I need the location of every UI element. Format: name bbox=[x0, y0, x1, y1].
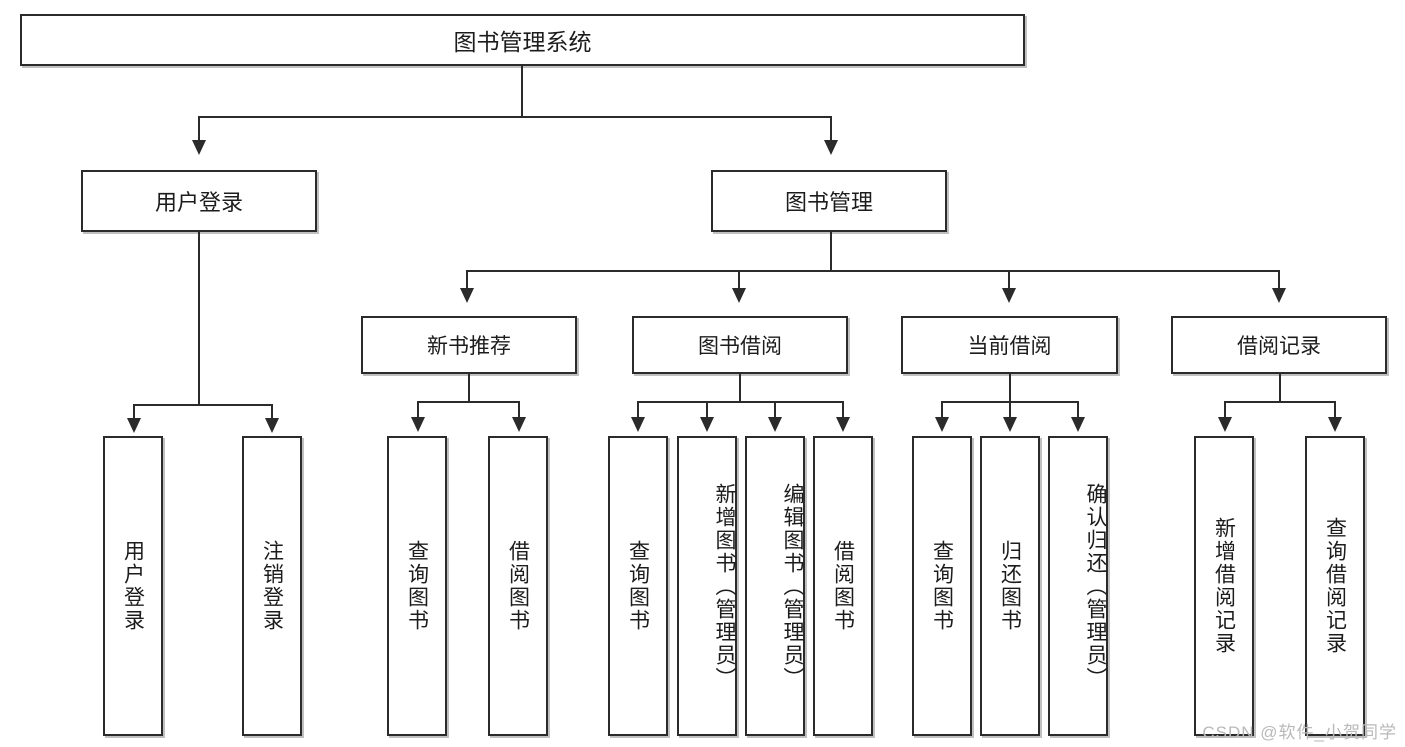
arrow-to-borrow-record bbox=[1272, 288, 1286, 303]
node-leaf-query-book-1-label: 查询图书 bbox=[405, 540, 429, 632]
connector-level1-bus bbox=[198, 116, 832, 118]
connector-to-borrow-record bbox=[1278, 270, 1280, 290]
node-leaf-query-book-2-label: 查询图书 bbox=[626, 540, 650, 632]
connector-to-book-borrow bbox=[738, 270, 740, 290]
connector-current-borrow-stem bbox=[1009, 374, 1011, 403]
node-root[interactable]: 图书管理系统 bbox=[20, 14, 1025, 66]
connector-borrow-record-c1 bbox=[1224, 401, 1226, 419]
arrow-leaf-logout bbox=[265, 418, 279, 433]
node-book-manage-label: 图书管理 bbox=[784, 190, 873, 215]
connector-borrow-record-stem bbox=[1279, 374, 1281, 403]
node-book-manage[interactable]: 图书管理 bbox=[711, 170, 947, 232]
connector-new-book-c1 bbox=[417, 401, 419, 419]
node-leaf-query-book-1[interactable]: 查询图书 bbox=[387, 436, 447, 736]
arrow-leaf-query-book-1 bbox=[411, 417, 425, 432]
connector-book-borrow-c1 bbox=[637, 401, 639, 419]
node-leaf-add-record[interactable]: 新增借阅记录 bbox=[1194, 436, 1254, 736]
connector-current-borrow-c2 bbox=[1009, 401, 1011, 419]
arrow-to-new-book-recommend bbox=[460, 288, 474, 303]
connector-borrow-record-c2 bbox=[1334, 401, 1336, 419]
node-leaf-add-book-label: 新增图书（管理员） bbox=[713, 482, 736, 690]
arrow-leaf-add-record bbox=[1218, 417, 1232, 432]
node-leaf-query-record[interactable]: 查询借阅记录 bbox=[1305, 436, 1365, 736]
node-leaf-edit-book[interactable]: 编辑图书（管理员） bbox=[745, 436, 805, 736]
connector-to-current-borrow bbox=[1008, 270, 1010, 290]
connector-book-borrow-c4 bbox=[842, 401, 844, 419]
node-current-borrow[interactable]: 当前借阅 bbox=[901, 316, 1118, 374]
arrow-leaf-user-login bbox=[127, 418, 141, 433]
arrow-leaf-query-book-3 bbox=[935, 417, 949, 432]
node-borrow-record-label: 借阅记录 bbox=[1237, 335, 1321, 358]
node-user-login-label: 用户登录 bbox=[154, 190, 243, 215]
connector-root-stem bbox=[521, 66, 523, 117]
connector-to-new-book-recommend bbox=[466, 270, 468, 290]
connector-new-book-stem bbox=[468, 374, 470, 403]
arrow-to-user-login bbox=[192, 140, 206, 155]
arrow-to-current-borrow bbox=[1002, 288, 1016, 303]
node-user-login[interactable]: 用户登录 bbox=[81, 170, 317, 232]
connector-book-manage-stem bbox=[830, 232, 832, 272]
node-leaf-logout[interactable]: 注销登录 bbox=[242, 436, 302, 736]
connector-new-book-bus bbox=[417, 401, 520, 403]
connector-user-login-right bbox=[271, 404, 273, 420]
node-root-label: 图书管理系统 bbox=[453, 29, 592, 55]
arrow-leaf-borrow-book-1 bbox=[512, 417, 526, 432]
node-current-borrow-label: 当前借阅 bbox=[967, 335, 1052, 358]
connector-book-borrow-stem bbox=[739, 374, 741, 403]
node-leaf-user-login[interactable]: 用户登录 bbox=[103, 436, 163, 736]
arrow-leaf-edit-book bbox=[768, 417, 782, 432]
connector-to-user-login bbox=[198, 116, 200, 143]
node-leaf-return-book[interactable]: 归还图书 bbox=[980, 436, 1040, 736]
node-leaf-confirm-return[interactable]: 确认归还（管理员） bbox=[1048, 436, 1108, 736]
arrow-to-book-borrow bbox=[732, 288, 746, 303]
node-leaf-borrow-book-1-label: 借阅图书 bbox=[506, 540, 530, 632]
node-new-book-recommend-label: 新书推荐 bbox=[427, 335, 511, 358]
arrow-leaf-query-record bbox=[1328, 417, 1342, 432]
node-borrow-record[interactable]: 借阅记录 bbox=[1171, 316, 1387, 374]
connector-user-login-bus bbox=[133, 404, 272, 406]
connector-book-borrow-bus bbox=[637, 401, 844, 403]
arrow-to-book-manage bbox=[824, 140, 838, 155]
connector-level2-bus bbox=[466, 270, 1278, 272]
connector-book-borrow-c3 bbox=[774, 401, 776, 419]
connector-new-book-c2 bbox=[518, 401, 520, 419]
connector-current-borrow-c1 bbox=[941, 401, 943, 419]
connector-user-login-left bbox=[133, 404, 135, 420]
connector-borrow-record-bus bbox=[1224, 401, 1336, 403]
node-leaf-add-book[interactable]: 新增图书（管理员） bbox=[677, 436, 737, 736]
connector-to-book-manage bbox=[830, 116, 832, 143]
connector-book-borrow-c2 bbox=[706, 401, 708, 419]
node-leaf-confirm-return-label: 确认归还（管理员） bbox=[1084, 482, 1107, 690]
node-leaf-borrow-book-2[interactable]: 借阅图书 bbox=[813, 436, 873, 736]
node-leaf-query-book-3-label: 查询图书 bbox=[930, 540, 954, 632]
arrow-leaf-return-book bbox=[1003, 417, 1017, 432]
arrow-leaf-add-book bbox=[700, 417, 714, 432]
node-leaf-query-book-2[interactable]: 查询图书 bbox=[608, 436, 668, 736]
node-leaf-logout-label: 注销登录 bbox=[260, 540, 284, 632]
node-leaf-query-book-3[interactable]: 查询图书 bbox=[912, 436, 972, 736]
node-leaf-user-login-label: 用户登录 bbox=[121, 540, 145, 632]
node-leaf-return-book-label: 归还图书 bbox=[998, 540, 1022, 632]
node-book-borrow-label: 图书借阅 bbox=[698, 335, 782, 358]
connector-user-login-stem bbox=[198, 232, 200, 406]
node-new-book-recommend[interactable]: 新书推荐 bbox=[361, 316, 577, 374]
node-leaf-add-record-label: 新增借阅记录 bbox=[1212, 517, 1236, 655]
node-leaf-query-record-label: 查询借阅记录 bbox=[1323, 517, 1347, 655]
arrow-leaf-confirm-return bbox=[1071, 417, 1085, 432]
arrow-leaf-query-book-2 bbox=[631, 417, 645, 432]
connector-current-borrow-c3 bbox=[1077, 401, 1079, 419]
arrow-leaf-borrow-book-2 bbox=[836, 417, 850, 432]
node-leaf-borrow-book-2-label: 借阅图书 bbox=[831, 540, 855, 632]
node-book-borrow[interactable]: 图书借阅 bbox=[632, 316, 848, 374]
node-leaf-edit-book-label: 编辑图书（管理员） bbox=[781, 482, 804, 690]
node-leaf-borrow-book-1[interactable]: 借阅图书 bbox=[488, 436, 548, 736]
